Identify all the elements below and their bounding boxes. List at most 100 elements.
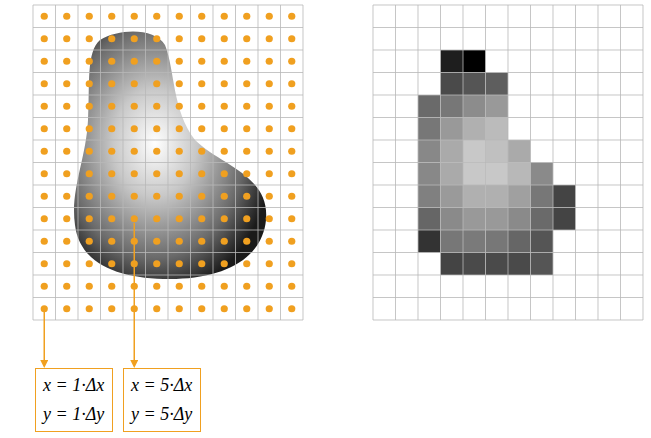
sample-dot xyxy=(221,148,228,155)
sample-dot xyxy=(221,125,228,132)
grid-line xyxy=(373,207,643,208)
coordinate-box: x = 5·Δxy = 5·Δy xyxy=(123,368,201,432)
sample-dot xyxy=(288,283,295,290)
pixel xyxy=(418,230,441,253)
grid-line xyxy=(33,95,303,96)
pixel xyxy=(508,140,531,163)
sample-dot xyxy=(266,125,273,132)
sample-dot xyxy=(288,80,295,87)
leader-line xyxy=(44,312,46,366)
sample-dot xyxy=(108,13,115,20)
pixel xyxy=(508,163,531,186)
coordinate-box: x = 1·Δxy = 1·Δy xyxy=(35,368,113,432)
sample-dot xyxy=(221,193,228,200)
sample-dot xyxy=(41,58,48,65)
sample-dot xyxy=(131,193,138,200)
sample-dot xyxy=(41,260,48,267)
grid-line xyxy=(373,72,643,73)
sample-dot xyxy=(288,215,295,222)
sample-dot xyxy=(176,125,183,132)
pixel xyxy=(508,208,531,231)
sample-dot xyxy=(221,215,228,222)
grid-line xyxy=(33,50,303,51)
sample-points xyxy=(41,13,296,313)
sample-dot xyxy=(108,170,115,177)
pixel xyxy=(486,185,509,208)
sample-dot xyxy=(86,170,93,177)
sample-dot xyxy=(108,35,115,42)
grid-line xyxy=(33,27,303,28)
pixel xyxy=(441,185,464,208)
grid-line xyxy=(33,162,303,163)
coordinate-text: x = 5·Δx xyxy=(131,371,193,400)
sample-dot xyxy=(86,35,93,42)
sample-dot xyxy=(86,58,93,65)
sample-dot xyxy=(41,35,48,42)
sample-dot xyxy=(153,260,160,267)
sample-dot xyxy=(176,80,183,87)
sample-dot xyxy=(288,170,295,177)
sample-dot xyxy=(243,13,250,20)
pixel xyxy=(463,185,486,208)
grid-line xyxy=(373,230,643,231)
sample-dot xyxy=(266,193,273,200)
pixel xyxy=(441,50,464,73)
pixel xyxy=(441,253,464,276)
sample-dot xyxy=(63,13,70,20)
sample-dot xyxy=(108,305,115,312)
pixel xyxy=(486,208,509,231)
pixel xyxy=(418,140,441,163)
sample-dot xyxy=(176,283,183,290)
sample-dot xyxy=(41,238,48,245)
pixel xyxy=(486,118,509,141)
sample-dot xyxy=(243,170,250,177)
sample-dot xyxy=(41,103,48,110)
sample-dot xyxy=(266,215,273,222)
grid-line xyxy=(373,140,643,141)
sample-dot xyxy=(266,170,273,177)
grid-line xyxy=(373,320,643,321)
sample-dot xyxy=(221,80,228,87)
pixel xyxy=(463,253,486,276)
pixel xyxy=(463,140,486,163)
sample-dot xyxy=(131,148,138,155)
sample-dot xyxy=(243,260,250,267)
pixel xyxy=(486,253,509,276)
sample-dot xyxy=(243,80,250,87)
grid-line xyxy=(373,27,643,28)
sample-dot xyxy=(198,80,205,87)
sample-dot xyxy=(288,35,295,42)
pixel xyxy=(463,163,486,186)
sample-dot xyxy=(86,215,93,222)
pixel xyxy=(441,95,464,118)
sample-dot xyxy=(63,58,70,65)
sample-dot xyxy=(131,80,138,87)
sample-dot xyxy=(198,58,205,65)
sample-dot xyxy=(86,125,93,132)
coordinate-text: x = 1·Δx xyxy=(43,371,105,400)
pixel xyxy=(486,95,509,118)
pixel xyxy=(486,140,509,163)
grid-line xyxy=(33,72,303,73)
grid-line xyxy=(33,252,303,253)
sample-dot xyxy=(198,283,205,290)
sample-dot xyxy=(176,260,183,267)
sample-dot xyxy=(41,193,48,200)
pixel xyxy=(441,73,464,96)
sample-dot xyxy=(221,58,228,65)
sample-dot xyxy=(288,305,295,312)
sample-dot xyxy=(41,215,48,222)
sample-dot xyxy=(153,103,160,110)
sample-dot xyxy=(153,35,160,42)
sample-dot xyxy=(266,103,273,110)
sample-dot xyxy=(176,148,183,155)
sample-dot xyxy=(221,305,228,312)
sample-dot xyxy=(243,305,250,312)
sample-dot xyxy=(86,260,93,267)
sample-dot xyxy=(198,305,205,312)
grid-line xyxy=(33,117,303,118)
sample-dot xyxy=(243,215,250,222)
grid-line xyxy=(373,5,643,6)
sample-dot xyxy=(266,58,273,65)
grid-line xyxy=(373,252,643,253)
